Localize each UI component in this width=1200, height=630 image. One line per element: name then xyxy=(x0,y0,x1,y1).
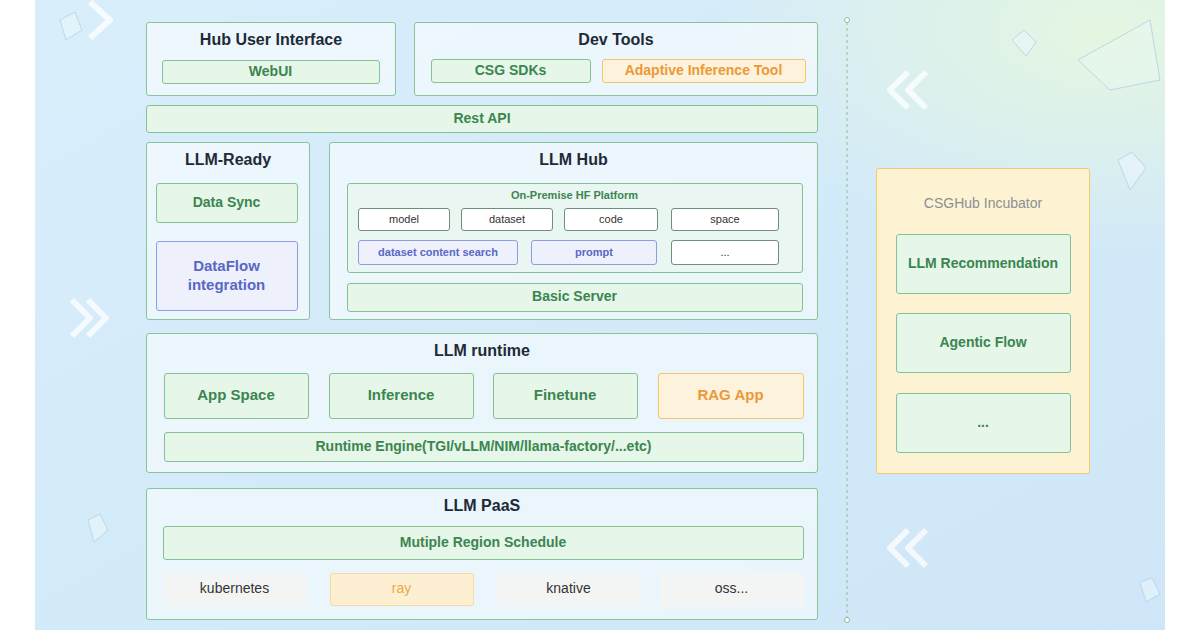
chevron-decoration xyxy=(72,2,926,566)
component-box: WebUI xyxy=(162,60,380,84)
box-label: Agentic Flow xyxy=(897,314,1070,372)
highlight-box: RAG App xyxy=(658,373,804,419)
group-box: CSG SDKs Adaptive Inference Tool Dev Tools xyxy=(414,22,818,96)
background-glow xyxy=(35,0,1165,630)
component-box: Basic Server xyxy=(347,283,803,312)
box-label: ... xyxy=(672,241,778,264)
component-box: Rest API xyxy=(146,105,818,133)
chevron xyxy=(72,300,106,336)
crystal xyxy=(1118,152,1146,190)
box-label: Finetune xyxy=(494,374,637,418)
box-label: dataset xyxy=(462,209,552,230)
box-label: Mutiple Region Schedule xyxy=(164,527,803,559)
highlight-box: Adaptive Inference Tool xyxy=(602,59,806,83)
component-box: CSG SDKs xyxy=(431,59,591,83)
box-label: Rest API xyxy=(147,106,817,132)
group-box: App Space Inference Finetune RAG AppRuntime… xyxy=(146,333,818,473)
infra-box: ray xyxy=(330,573,474,606)
box-label: Runtime Engine(TGI/vLLM/NIM/llama-factor… xyxy=(165,433,803,461)
box-label: Basic Server xyxy=(348,284,802,311)
item-box: space xyxy=(671,208,779,231)
line-end xyxy=(845,18,850,23)
box-label: dataset content search xyxy=(359,241,517,264)
box-label: Adaptive Inference Tool xyxy=(603,60,805,82)
group-title: On-Premise HF Platform xyxy=(348,189,802,203)
box-label: CSG SDKs xyxy=(432,60,590,82)
component-box: Runtime Engine(TGI/vLLM/NIM/llama-factor… xyxy=(164,432,804,462)
box-label: oss... xyxy=(661,574,803,605)
component-box: Finetune xyxy=(493,373,638,419)
item-box: code xyxy=(564,208,658,231)
crystal xyxy=(1012,30,1036,56)
separator-line xyxy=(845,18,850,623)
box-label: ... xyxy=(897,394,1070,452)
box-label: Inference xyxy=(330,374,473,418)
box-label: ray xyxy=(331,574,473,605)
crystal xyxy=(60,12,82,40)
feature-box: DataFlow integration xyxy=(156,241,298,311)
group-title: LLM runtime xyxy=(147,341,817,361)
box-label: RAG App xyxy=(659,374,803,418)
box-label: DataFlow integration xyxy=(157,242,297,310)
box-label: kubernetes xyxy=(164,574,306,605)
component-box: LLM Recommendation xyxy=(896,234,1071,294)
component-box: Agentic Flow xyxy=(896,313,1071,373)
group-title: Dev Tools xyxy=(415,30,817,50)
feature-box: dataset content search xyxy=(358,240,518,265)
crystal xyxy=(1078,20,1160,90)
component-box: Inference xyxy=(329,373,474,419)
box-label: WebUI xyxy=(163,61,379,83)
platform-box: model dataset code space dataset content sea… xyxy=(347,183,803,273)
chevron xyxy=(890,72,926,108)
component-box: Data Sync xyxy=(156,183,298,223)
group-title: Hub User Interface xyxy=(147,30,395,50)
box-label: model xyxy=(359,209,449,230)
box-label: knative xyxy=(498,574,640,605)
dashed-line xyxy=(847,22,848,618)
item-box: ... xyxy=(671,240,779,265)
item-box: dataset xyxy=(461,208,553,231)
box-label: LLM Recommendation xyxy=(897,235,1070,293)
box-label: App Space xyxy=(165,374,308,418)
chevron xyxy=(890,530,926,566)
group-box: Data SyncDataFlow integration LLM-Ready xyxy=(146,142,310,320)
component-box: Mutiple Region Schedule xyxy=(163,526,804,560)
component-box: App Space xyxy=(164,373,309,419)
line-end xyxy=(845,618,850,623)
feature-box: prompt xyxy=(531,240,657,265)
crystal xyxy=(88,514,108,542)
infra-box: knative xyxy=(497,573,641,606)
group-box: WebUI Hub User Interface xyxy=(146,22,396,96)
group-title: CSGHub Incubator xyxy=(877,195,1089,213)
group-title: LLM PaaS xyxy=(147,496,817,516)
background-panel xyxy=(35,0,1165,630)
box-label: Data Sync xyxy=(157,184,297,222)
component-box: ... xyxy=(896,393,1071,453)
chevron xyxy=(90,2,110,38)
group-title: LLM-Ready xyxy=(147,150,309,170)
box-label: prompt xyxy=(532,241,656,264)
incubator-box: LLM RecommendationAgentic Flow... CSGHub … xyxy=(876,168,1090,474)
group-box: Mutiple Region Schedule kubernetes rayknat… xyxy=(146,488,818,620)
infra-box: kubernetes xyxy=(163,573,307,606)
item-box: model xyxy=(358,208,450,231)
box-label: space xyxy=(672,209,778,230)
box-label: code xyxy=(565,209,657,230)
crystal xyxy=(1140,578,1160,602)
group-title: LLM Hub xyxy=(330,150,817,170)
infra-box: oss... xyxy=(660,573,804,606)
group-box: model dataset code space dataset content sea… xyxy=(329,142,818,320)
